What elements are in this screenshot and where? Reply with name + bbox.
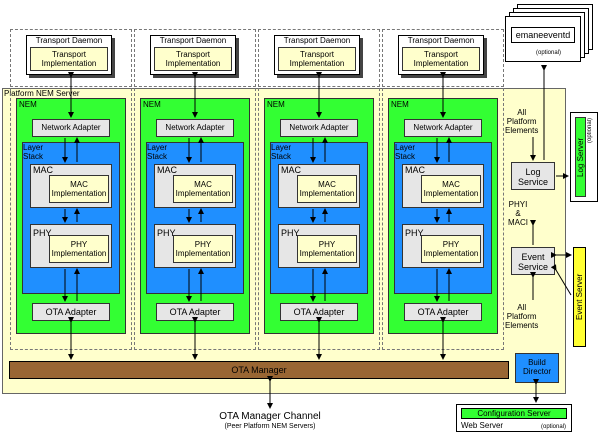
nem-label: NEM — [143, 100, 161, 109]
nem-label: NEM — [267, 100, 285, 109]
log-service-label: Log Service — [517, 167, 548, 187]
transport-daemon-title: Transport Daemon — [35, 36, 103, 45]
phy-layer: PHY PHY Implementation — [402, 224, 484, 268]
ota-adapter-label: OTA Adapter — [169, 307, 221, 317]
transport-daemon: Transport Daemon Transport Implementatio… — [26, 35, 112, 75]
config-server-optional: (optional) — [541, 424, 567, 430]
all-platform-elements-bottom: All Platform Elements — [505, 303, 539, 330]
transport-implementation: Transport Implementation — [278, 47, 356, 71]
transport-daemon: Transport Daemon Transport Implementatio… — [398, 35, 484, 75]
phy-implementation: PHY Implementation — [421, 235, 481, 263]
phy-implementation: PHY Implementation — [49, 235, 109, 263]
event-server: Event Server — [573, 247, 586, 347]
emaneeventd: emaneeventd (optional) — [505, 16, 581, 62]
network-adapter: Network Adapter — [404, 119, 482, 137]
network-adapter: Network Adapter — [156, 119, 234, 137]
phy-label: PHY — [157, 228, 176, 238]
nem-label: NEM — [391, 100, 409, 109]
transport-implementation: Transport Implementation — [402, 47, 480, 71]
network-adapter: Network Adapter — [32, 119, 110, 137]
log-service: Log Service — [511, 162, 555, 190]
log-server: (optional) Log Server — [570, 112, 598, 202]
transport-daemon: Transport Daemon Transport Implementatio… — [274, 35, 360, 75]
mac-layer: MAC MAC Implementation — [402, 164, 484, 208]
transport-implementation-label: Transport Implementation — [413, 50, 469, 68]
web-server-label: Web Server — [461, 421, 504, 430]
ota-channel-title: OTA Manager Channel — [219, 411, 321, 422]
mac-implementation-label: MAC Implementation — [299, 180, 355, 198]
emaneeventd-label: emaneeventd — [515, 30, 571, 40]
mac-implementation: MAC Implementation — [173, 175, 233, 203]
platform-nem-server-label: Platform NEM Server — [4, 89, 80, 98]
mac-label: MAC — [157, 165, 177, 175]
phy-implementation: PHY Implementation — [297, 235, 357, 263]
layer-stack-label: Layer Stack — [23, 143, 44, 161]
network-adapter: Network Adapter — [280, 119, 358, 137]
ota-channel-subtitle: (Peer Platform NEM Servers) — [224, 423, 316, 430]
emaneeventd-inner: emaneeventd — [511, 27, 575, 43]
transport-implementation-label: Transport Implementation — [41, 50, 97, 68]
transport-daemon-title: Transport Daemon — [283, 36, 351, 45]
network-adapter-label: Network Adapter — [41, 123, 101, 132]
mac-implementation-label: MAC Implementation — [423, 180, 479, 198]
transport-implementation-label: Transport Implementation — [165, 50, 221, 68]
connector-arrow — [550, 264, 572, 296]
phy-implementation: PHY Implementation — [173, 235, 233, 263]
network-adapter-label: Network Adapter — [165, 123, 225, 132]
log-server-bar: Log Server — [575, 117, 586, 197]
phy-implementation-label: PHY Implementation — [423, 240, 479, 258]
build-director-label: Build Director — [522, 358, 551, 376]
layer-stack-label: Layer Stack — [395, 143, 416, 161]
mac-layer: MAC MAC Implementation — [278, 164, 360, 208]
phy-label: PHY — [405, 228, 424, 238]
phy-layer: PHY PHY Implementation — [30, 224, 112, 268]
configuration-server-box: Configuration Server Web Server (optiona… — [456, 404, 572, 432]
ota-adapter-label: OTA Adapter — [417, 307, 469, 317]
ota-adapter-label: OTA Adapter — [293, 307, 345, 317]
phy-implementation-label: PHY Implementation — [175, 240, 231, 258]
mac-implementation: MAC Implementation — [297, 175, 357, 203]
network-adapter-label: Network Adapter — [413, 123, 473, 132]
mac-implementation-label: MAC Implementation — [175, 180, 231, 198]
mac-layer: MAC MAC Implementation — [154, 164, 236, 208]
transport-implementation: Transport Implementation — [154, 47, 232, 71]
phy-implementation-label: PHY Implementation — [299, 240, 355, 258]
phy-label: PHY — [33, 228, 52, 238]
mac-layer: MAC MAC Implementation — [30, 164, 112, 208]
emaneeventd-optional: (optional) — [536, 50, 562, 56]
configuration-server: Configuration Server — [461, 408, 567, 419]
all-platform-elements-top: All Platform Elements — [505, 108, 539, 135]
mac-label: MAC — [405, 165, 425, 175]
phy-implementation-label: PHY Implementation — [51, 240, 107, 258]
layer-stack-label: Layer Stack — [271, 143, 292, 161]
transport-implementation-label: Transport Implementation — [289, 50, 345, 68]
transport-daemon-title: Transport Daemon — [159, 36, 227, 45]
mac-label: MAC — [281, 165, 301, 175]
transport-implementation: Transport Implementation — [30, 47, 108, 71]
mac-label: MAC — [33, 165, 53, 175]
phyi-maci-label: PHYI & MACI — [508, 200, 528, 227]
configuration-server-label: Configuration Server — [477, 409, 551, 418]
mac-implementation: MAC Implementation — [49, 175, 109, 203]
mac-implementation-label: MAC Implementation — [51, 180, 107, 198]
nem-label: NEM — [19, 100, 37, 109]
event-service-label: Event Service — [517, 252, 548, 272]
phy-layer: PHY PHY Implementation — [278, 224, 360, 268]
phy-layer: PHY PHY Implementation — [154, 224, 236, 268]
transport-daemon-title: Transport Daemon — [407, 36, 475, 45]
phy-label: PHY — [281, 228, 300, 238]
mac-implementation: MAC Implementation — [421, 175, 481, 203]
layer-stack-label: Layer Stack — [147, 143, 168, 161]
network-adapter-label: Network Adapter — [289, 123, 349, 132]
transport-daemon: Transport Daemon Transport Implementatio… — [150, 35, 236, 75]
ota-manager-bar: OTA Manager — [9, 361, 509, 379]
ota-adapter-label: OTA Adapter — [45, 307, 97, 317]
ota-manager-label: OTA Manager — [231, 365, 287, 375]
